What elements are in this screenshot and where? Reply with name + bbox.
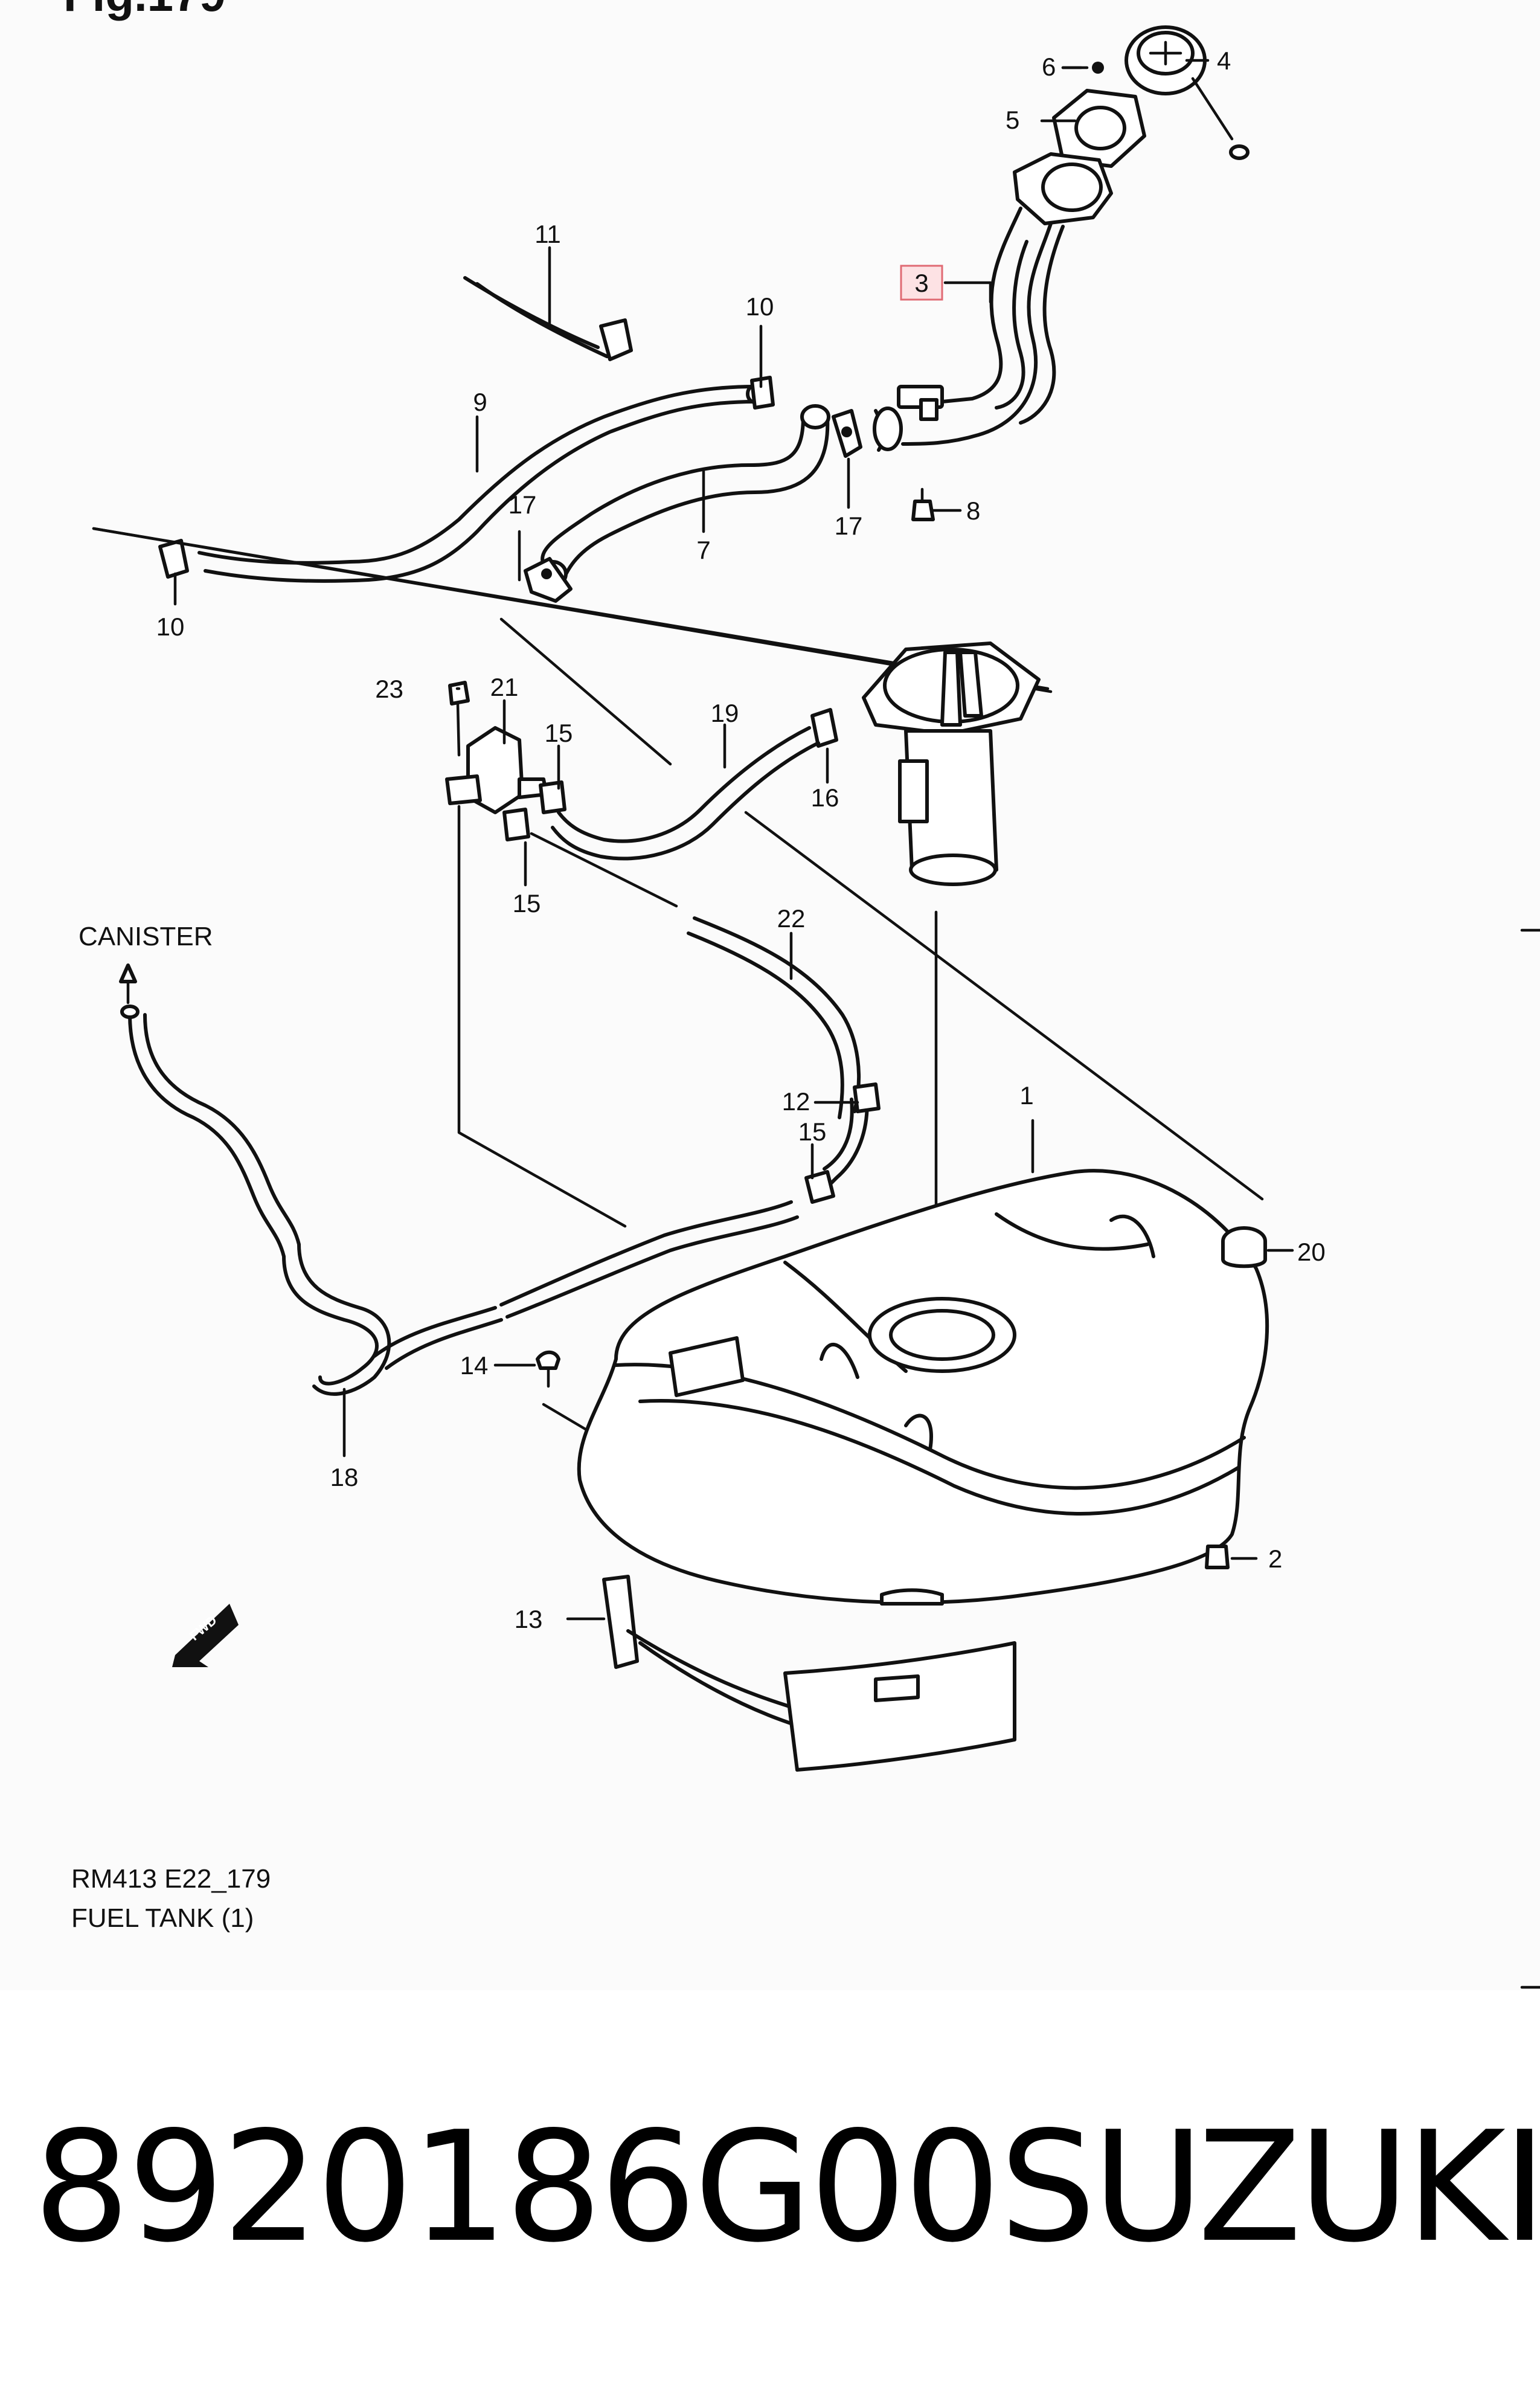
caption-name: FUEL TANK (1) bbox=[71, 1903, 254, 1933]
canister-pipe-18[interactable] bbox=[120, 1005, 799, 1396]
hose-clip-17-left[interactable] bbox=[524, 557, 573, 603]
callout-19[interactable]: 19 bbox=[711, 699, 739, 727]
hose-clip-15-a[interactable] bbox=[539, 780, 566, 814]
callout-leaders bbox=[173, 59, 1294, 1621]
callout-5[interactable]: 5 bbox=[1006, 106, 1019, 134]
bolt-8[interactable] bbox=[911, 487, 935, 521]
callout-22[interactable]: 22 bbox=[777, 904, 806, 933]
hose-clip-15-b[interactable] bbox=[502, 808, 530, 841]
filler-neck[interactable] bbox=[873, 152, 1113, 452]
filler-grommet-20[interactable] bbox=[1221, 1226, 1267, 1268]
clip-14[interactable] bbox=[536, 1350, 560, 1388]
hose-clip-16[interactable] bbox=[810, 708, 838, 748]
hose-clip-17-right[interactable] bbox=[832, 409, 862, 458]
callout-1[interactable]: 1 bbox=[1019, 1081, 1033, 1110]
bolt-2[interactable] bbox=[1205, 1545, 1230, 1569]
fuel-strap-11[interactable] bbox=[463, 276, 633, 361]
canister-label: CANISTER bbox=[79, 922, 213, 951]
callout-21[interactable]: 21 bbox=[490, 673, 519, 701]
figure-title: Fig.179 bbox=[63, 0, 226, 21]
fuel-tank-diagram: Fig.179 bbox=[63, 0, 1540, 1989]
part-number: 8920186G00 bbox=[33, 2099, 1001, 2276]
callout-23[interactable]: 23 bbox=[375, 675, 403, 703]
hose-clip-15-c[interactable] bbox=[804, 1170, 835, 1204]
callout-18[interactable]: 18 bbox=[330, 1463, 359, 1491]
callout-15-c[interactable]: 15 bbox=[798, 1117, 827, 1146]
callout-14[interactable]: 14 bbox=[460, 1351, 489, 1380]
callout-15-b[interactable]: 15 bbox=[513, 889, 541, 918]
filler-cap[interactable] bbox=[1125, 25, 1250, 160]
callout-11[interactable]: 11 bbox=[534, 220, 561, 248]
callout-17-right[interactable]: 17 bbox=[835, 512, 863, 540]
callout-13[interactable]: 13 bbox=[515, 1605, 543, 1633]
callout-3[interactable]: 3 bbox=[914, 269, 928, 297]
filler-seal-plate[interactable] bbox=[1052, 89, 1146, 168]
filler-hose[interactable] bbox=[537, 404, 830, 588]
diagram-sheet: Fig.179 bbox=[63, 0, 1540, 1989]
callout-6[interactable]: 6 bbox=[1042, 53, 1056, 81]
evap-hose-22[interactable] bbox=[687, 916, 869, 1186]
callout-16[interactable]: 16 bbox=[811, 783, 839, 812]
hose-clip-10-left[interactable] bbox=[158, 539, 189, 579]
fuel-tank[interactable] bbox=[577, 1169, 1269, 1606]
brand-name: SUZUKI bbox=[999, 2099, 1540, 2276]
callout-4[interactable]: 4 bbox=[1217, 47, 1231, 75]
hose-clip-12[interactable] bbox=[853, 1082, 881, 1113]
fuel-pump-plate[interactable] bbox=[862, 641, 1041, 736]
callout-8[interactable]: 8 bbox=[966, 497, 980, 525]
callout-2[interactable]: 2 bbox=[1268, 1545, 1282, 1573]
callout-10-left[interactable]: 10 bbox=[156, 612, 185, 641]
evap-hose-19[interactable] bbox=[551, 726, 820, 861]
callout-17-left[interactable]: 17 bbox=[509, 490, 537, 519]
tank-band-13[interactable] bbox=[602, 1575, 1016, 1772]
callout-7[interactable]: 7 bbox=[696, 536, 710, 564]
vent-valve-21[interactable] bbox=[445, 726, 548, 814]
callout-9[interactable]: 9 bbox=[473, 388, 487, 416]
canister-arrow bbox=[119, 963, 137, 1005]
callout-10-top[interactable]: 10 bbox=[746, 292, 774, 321]
caption-code: RM413 E22_179 bbox=[71, 1864, 271, 1894]
fwd-arrow: FWD bbox=[172, 1604, 239, 1667]
callout-3-highlight bbox=[900, 265, 943, 301]
callout-12[interactable]: 12 bbox=[782, 1087, 810, 1116]
bolt-23[interactable] bbox=[448, 681, 470, 757]
callout-15-a[interactable]: 15 bbox=[545, 719, 573, 747]
callout-20[interactable]: 20 bbox=[1297, 1238, 1326, 1266]
fuel-pump-body[interactable] bbox=[898, 729, 998, 886]
hose-clip-10-top[interactable] bbox=[750, 376, 775, 410]
